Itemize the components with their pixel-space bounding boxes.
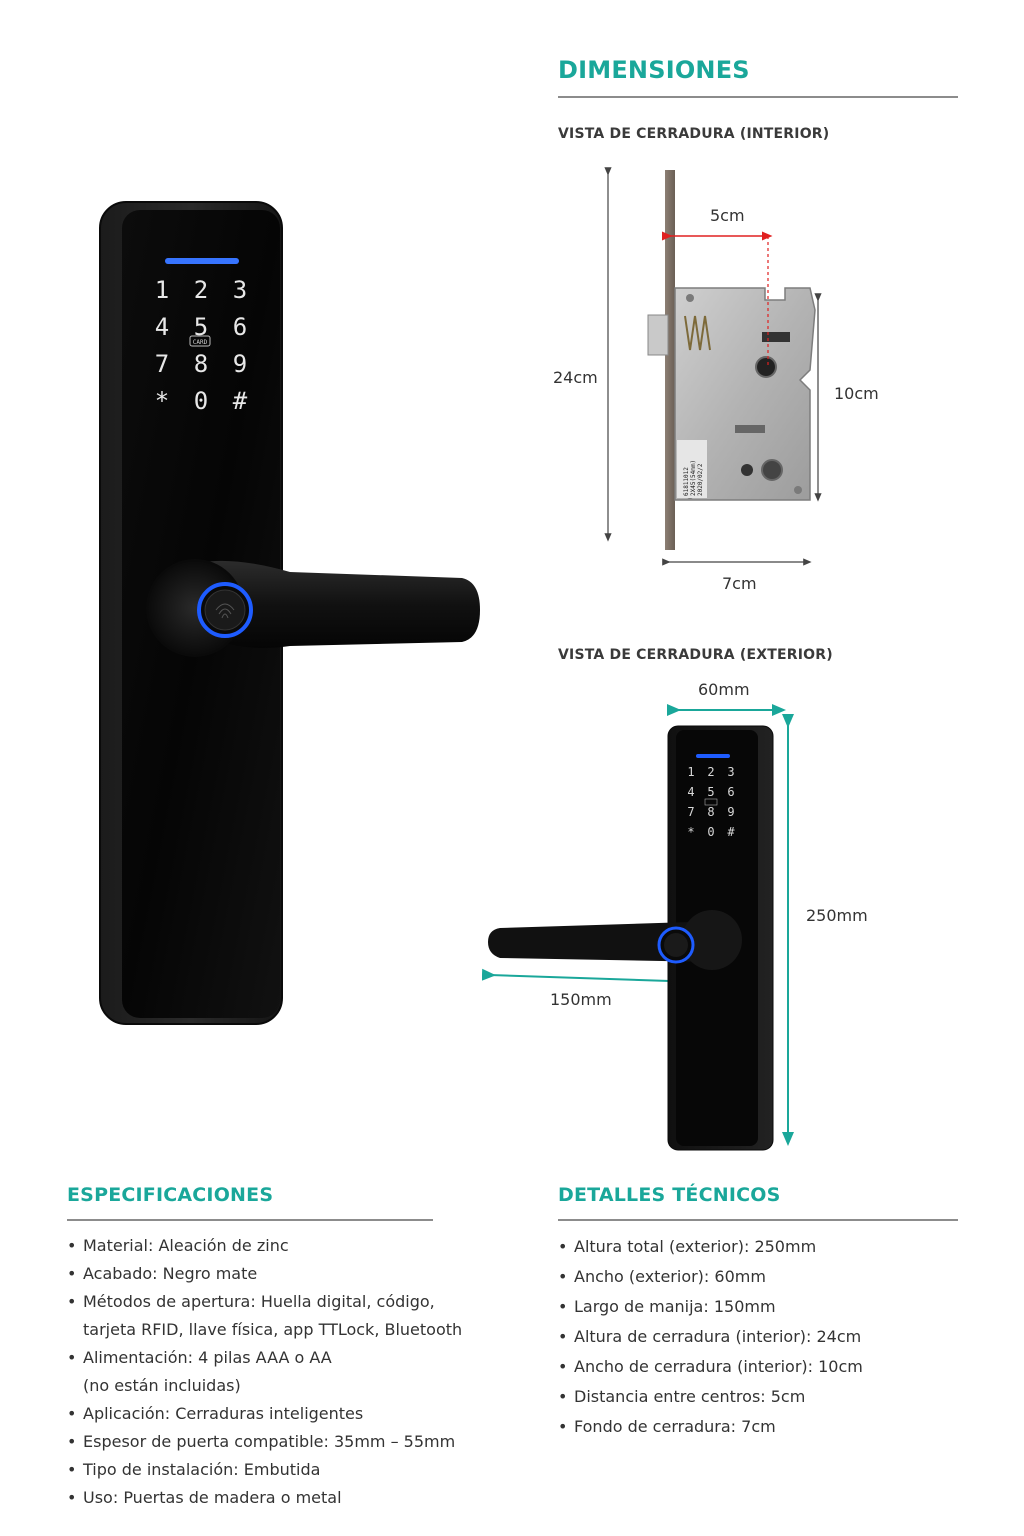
interior-view-label: VISTA DE CERRADURA (INTERIOR) bbox=[558, 126, 830, 142]
small-keypad-key-3[interactable]: 3 bbox=[727, 765, 734, 779]
card-tag bbox=[189, 335, 211, 347]
small-keypad-key-2[interactable]: 2 bbox=[707, 765, 714, 779]
spec-item: Aplicación: Cerraduras inteligentes bbox=[67, 1400, 507, 1428]
small-keypad-key-8[interactable]: 8 bbox=[707, 805, 714, 819]
mortise-diagram: 61811012 2X45(54mm) 2020/02/2 bbox=[540, 160, 940, 610]
small-keypad-key-0[interactable]: 0 bbox=[707, 825, 714, 839]
detail-item: Largo de manija: 150mm bbox=[558, 1292, 978, 1322]
spec-item-text: Aplicación: Cerraduras inteligentes bbox=[83, 1404, 364, 1423]
small-keypad-key-5[interactable]: 5 bbox=[707, 785, 714, 799]
detail-item: Altura total (exterior): 250mm bbox=[558, 1232, 978, 1262]
keypad-key-star[interactable]: * bbox=[155, 387, 169, 415]
specs-title: ESPECIFICACIONES bbox=[67, 1184, 274, 1206]
spec-item: Métodos de apertura: Huella digital, cód… bbox=[67, 1288, 507, 1344]
dim-interior-height: 24cm bbox=[553, 368, 598, 387]
plate-text-1: 61811012 bbox=[683, 467, 690, 496]
spec-item-text: Métodos de apertura: Huella digital, cód… bbox=[83, 1292, 435, 1311]
spec-item-text: Alimentación: 4 pilas AAA o AA bbox=[83, 1348, 332, 1367]
small-keypad-key-1[interactable]: 1 bbox=[687, 765, 694, 779]
keypad-key-9[interactable]: 9 bbox=[233, 350, 247, 378]
spec-item: Acabado: Negro mate bbox=[67, 1260, 507, 1288]
details-title: DETALLES TÉCNICOS bbox=[558, 1184, 781, 1206]
keypad-key-0[interactable]: 0 bbox=[194, 387, 208, 415]
spec-item: Material: Aleación de zinc bbox=[67, 1232, 507, 1260]
spec-item-text: Tipo de instalación: Embutida bbox=[83, 1460, 321, 1479]
keypad-key-6[interactable]: 6 bbox=[233, 313, 247, 341]
spec-item: Tipo de instalación: Embutida bbox=[67, 1456, 507, 1484]
spec-item-text: Material: Aleación de zinc bbox=[83, 1236, 289, 1255]
handle bbox=[180, 560, 480, 648]
dim-exterior-height: 250mm bbox=[806, 906, 868, 925]
card-label: CARD bbox=[193, 339, 208, 346]
detail-item: Altura de cerradura (interior): 24cm bbox=[558, 1322, 978, 1352]
spec-item: Espesor de puerta compatible: 35mm – 55m… bbox=[67, 1428, 507, 1456]
specs-rule bbox=[67, 1219, 433, 1221]
plate-text-2: 2X45(54mm) bbox=[690, 460, 697, 496]
dimensions-rule bbox=[558, 96, 958, 98]
dim-handle-length: 150mm bbox=[550, 990, 612, 1009]
small-keypad-key-6[interactable]: 6 bbox=[727, 785, 734, 799]
keypad-key-8[interactable]: 8 bbox=[194, 350, 208, 378]
spec-item-text: Espesor de puerta compatible: 35mm – 55m… bbox=[83, 1432, 456, 1451]
small-keypad-key-4[interactable]: 4 bbox=[687, 785, 694, 799]
small-keypad-key-7[interactable]: 7 bbox=[687, 805, 694, 819]
keypad-key-3[interactable]: 3 bbox=[233, 276, 247, 304]
small-keypad-key-star[interactable]: * bbox=[687, 825, 694, 839]
keypad-key-4[interactable]: 4 bbox=[155, 313, 169, 341]
small-keypad-key-hash[interactable]: # bbox=[727, 825, 735, 839]
dim-interior-depth: 10cm bbox=[834, 384, 879, 403]
keypad-key-7[interactable]: 7 bbox=[155, 350, 169, 378]
details-list: Altura total (exterior): 250mmAncho (ext… bbox=[558, 1232, 978, 1442]
detail-item: Ancho de cerradura (interior): 10cm bbox=[558, 1352, 978, 1382]
details-rule bbox=[558, 1219, 958, 1221]
spec-item-continuation: (no están incluidas) bbox=[83, 1376, 241, 1395]
exterior-view-label: VISTA DE CERRADURA (EXTERIOR) bbox=[558, 647, 833, 663]
dimensions-title: DIMENSIONES bbox=[558, 56, 750, 84]
detail-item: Fondo de cerradura: 7cm bbox=[558, 1412, 978, 1442]
keypad-key-hash[interactable]: # bbox=[233, 387, 248, 415]
spec-item: Uso: Puertas de madera o metal bbox=[67, 1484, 507, 1512]
plate-text-3: 2020/02/2 bbox=[697, 463, 704, 496]
spec-item-text: Acabado: Negro mate bbox=[83, 1264, 258, 1283]
fingerprint-ring bbox=[197, 582, 253, 638]
dim-exterior-width: 60mm bbox=[698, 680, 750, 699]
detail-item: Ancho (exterior): 60mm bbox=[558, 1262, 978, 1292]
spec-item-text: Uso: Puertas de madera o metal bbox=[83, 1488, 342, 1507]
dim-interior-width: 7cm bbox=[722, 574, 757, 593]
face-plate bbox=[665, 170, 675, 550]
spec-item-continuation: tarjeta RFID, llave física, app TTLock, … bbox=[83, 1320, 463, 1339]
keypad-key-2[interactable]: 2 bbox=[194, 276, 208, 304]
specs-list: Material: Aleación de zincAcabado: Negro… bbox=[67, 1232, 507, 1512]
spec-item: Alimentación: 4 pilas AAA o AA (no están … bbox=[67, 1344, 507, 1400]
keypad-key-1[interactable]: 1 bbox=[155, 276, 169, 304]
small-keypad-key-9[interactable]: 9 bbox=[727, 805, 734, 819]
keypad-key-5[interactable]: 5 bbox=[194, 313, 208, 341]
dim-center-distance: 5cm bbox=[710, 206, 745, 225]
detail-item: Distancia entre centros: 5cm bbox=[558, 1382, 978, 1412]
